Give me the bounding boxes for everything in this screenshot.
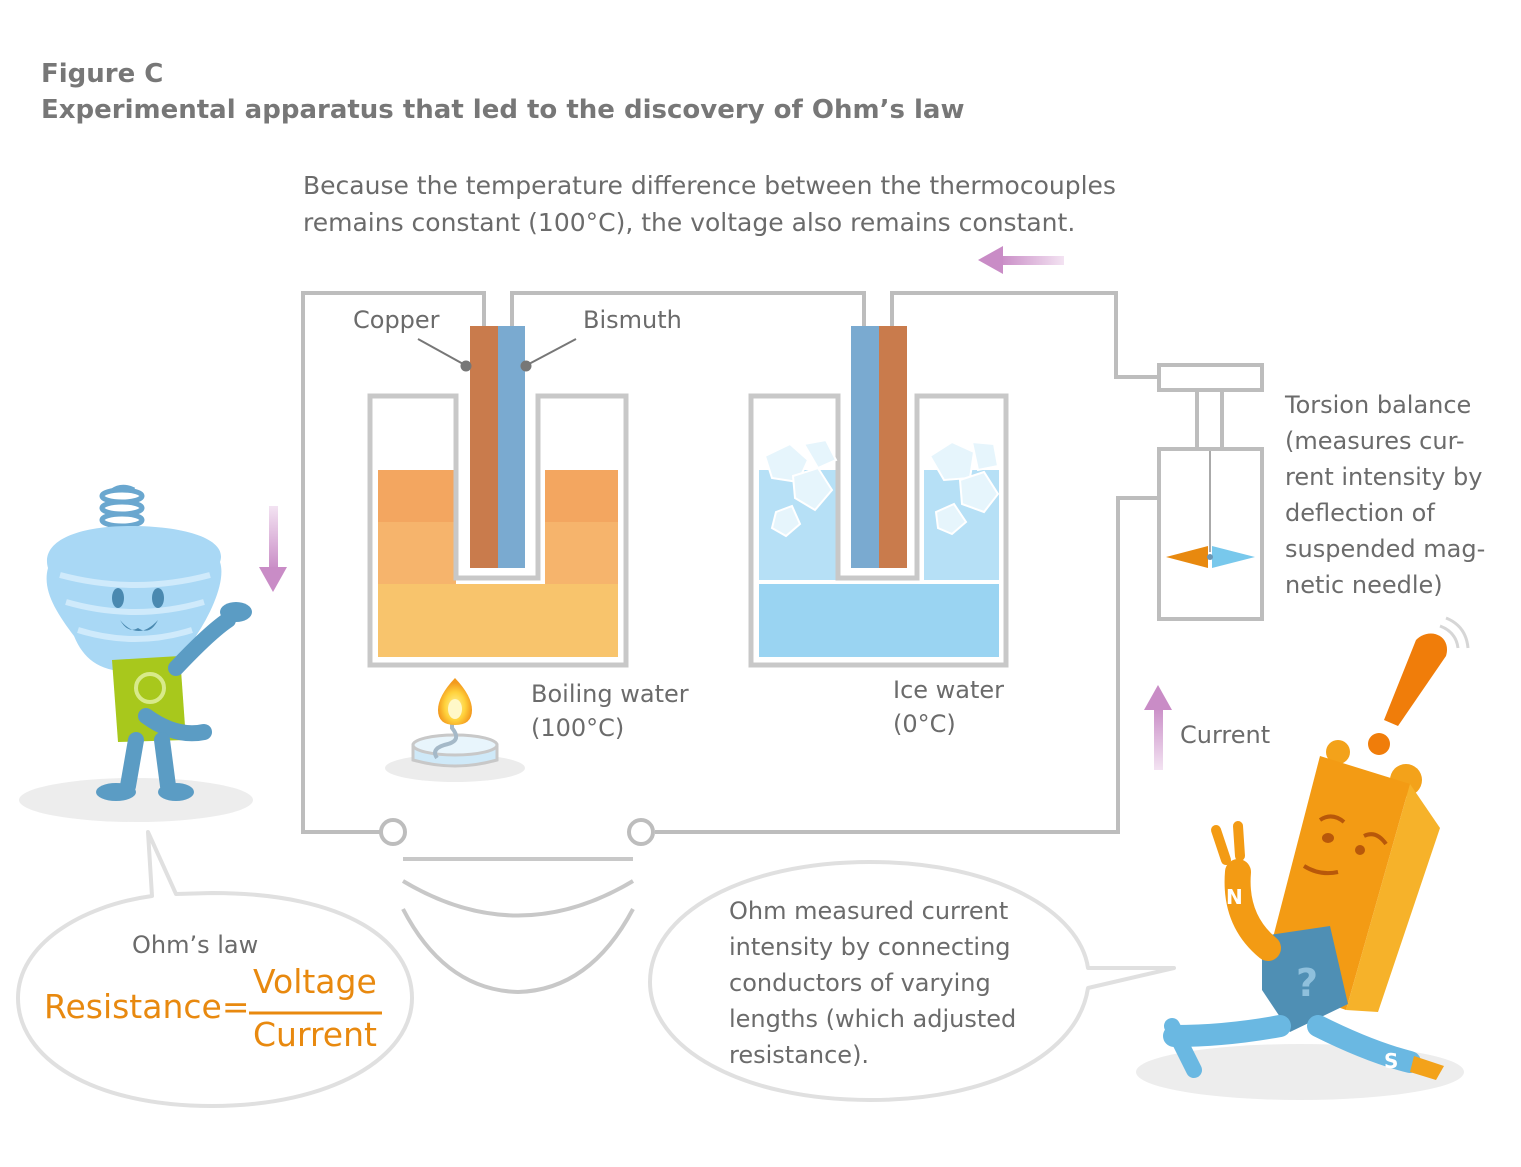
formula-denominator: Current bbox=[253, 1015, 377, 1054]
current-arrow-left bbox=[259, 506, 287, 592]
shirt-question-glyph: ? bbox=[1296, 961, 1318, 1005]
conductor-options bbox=[401, 857, 635, 995]
circuit-wire bbox=[301, 291, 1160, 834]
burner-icon bbox=[385, 678, 525, 782]
torsion-balance bbox=[1157, 363, 1264, 621]
speech-bubble-left bbox=[16, 830, 414, 1108]
arm-letter-n: N bbox=[1226, 885, 1243, 909]
leg-letter-s: S bbox=[1384, 1049, 1398, 1073]
terminal-left bbox=[379, 818, 407, 846]
current-arrow-right bbox=[1144, 685, 1172, 770]
label-leaders bbox=[417, 338, 577, 372]
label-ice-water: Ice water (0°C) bbox=[893, 676, 1005, 738]
label-torsion-balance: Torsion balance (measures cur- rent inte… bbox=[1285, 391, 1486, 599]
boiling-water-container bbox=[367, 393, 629, 668]
label-copper: Copper bbox=[353, 306, 440, 334]
ice-cubes bbox=[763, 438, 1000, 538]
spring-icon bbox=[99, 484, 145, 529]
right-character: ? N S bbox=[1136, 616, 1470, 1100]
ice-water-container bbox=[748, 393, 1009, 668]
thermocouple-hot bbox=[470, 326, 525, 568]
label-bismuth: Bismuth bbox=[583, 306, 682, 334]
ohms-law-title: Ohm’s law bbox=[132, 931, 259, 959]
formula-lhs: Resistance= bbox=[44, 987, 250, 1026]
label-boiling-water: Boiling water (100°C) bbox=[531, 680, 689, 742]
caption: Because the temperature difference betwe… bbox=[303, 171, 1116, 237]
magnetic-needle-icon bbox=[1166, 546, 1255, 568]
terminal-right bbox=[627, 818, 655, 846]
speech-bubble-right bbox=[648, 860, 1176, 1102]
current-arrow-top bbox=[978, 246, 1064, 274]
ohm-measurement-note: Ohm measured current intensity by connec… bbox=[729, 897, 1017, 1069]
figure-label: Figure C bbox=[41, 59, 164, 89]
exclamation-icon bbox=[1368, 616, 1470, 755]
left-character bbox=[19, 484, 253, 822]
figure-title: Experimental apparatus that led to the d… bbox=[41, 95, 965, 125]
label-current: Current bbox=[1180, 721, 1271, 749]
formula-numerator: Voltage bbox=[253, 962, 377, 1001]
thermocouple-cold bbox=[851, 326, 907, 568]
